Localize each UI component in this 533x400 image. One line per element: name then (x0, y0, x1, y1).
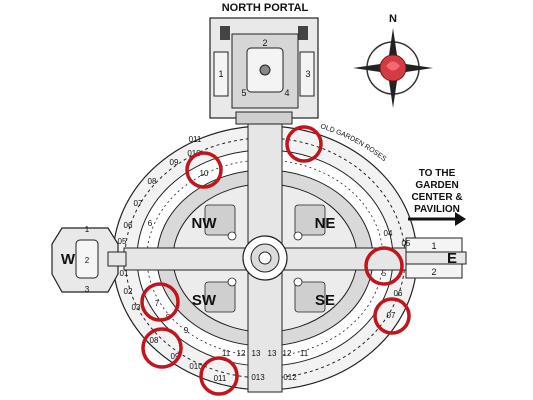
quadrant-ne-label: NE (315, 215, 336, 232)
highlight-010 (185, 151, 223, 189)
portal-bed-5: 5 (241, 88, 246, 98)
east-gate-label: E (447, 250, 457, 267)
west-bed-3: 3 (85, 285, 90, 294)
west-gate-label: W (61, 251, 76, 268)
inner-label-10: 10 (200, 169, 209, 178)
quadrant-sw-beds[interactable] (204, 277, 237, 313)
portal-bed-4: 4 (284, 88, 289, 98)
ring-label-07-left: 07 (134, 199, 143, 208)
quadrant-nw-label: NW (192, 215, 218, 232)
north-portal-title: NORTH PORTAL (222, 2, 309, 14)
inner-label-6: 6 (148, 219, 153, 228)
west-bed-2: 2 (85, 256, 90, 265)
east-paths[interactable] (405, 237, 467, 279)
portal-bed-3: 3 (305, 69, 310, 79)
inner-label-11b: 11 (300, 349, 309, 358)
ring-label-011-bottom: 011 (214, 374, 227, 383)
inner-label-12b: 12 (283, 349, 292, 358)
west-bed-1: 1 (85, 225, 90, 234)
ring-label-05-left: 05 (118, 237, 127, 246)
ring-label-06-right: 06 (394, 289, 403, 298)
portal-bed-2: 2 (262, 38, 267, 48)
ring-label-03: 03 (132, 303, 141, 312)
east-path-2: 2 (431, 267, 436, 277)
highlight-circles[interactable] (140, 125, 411, 396)
inner-label-12: 12 (237, 349, 246, 358)
highlight-07-east (373, 297, 411, 335)
north-portal[interactable] (209, 17, 319, 125)
highlight-07-west (140, 282, 180, 322)
ring-label-013: 013 (251, 373, 265, 382)
compass-rose-icon (353, 28, 433, 108)
direction-line-3: CENTER & (411, 192, 462, 203)
ring-label-01: 01 (120, 269, 129, 278)
ring-label-05-right: 05 (402, 239, 411, 248)
ring-label-011-top: 011 (189, 135, 202, 144)
highlight-08-09 (141, 327, 183, 369)
inner-label-13b: 13 (268, 349, 277, 358)
quadrant-se-label: SE (315, 292, 335, 309)
inner-label-9: 9 (184, 326, 189, 335)
inner-label-5: 5 (382, 269, 387, 278)
highlight-05-east (364, 246, 404, 286)
inner-label-13a: 13 (252, 349, 261, 358)
ring-label-02: 02 (124, 287, 133, 296)
east-path-1: 1 (431, 241, 436, 251)
compass-north-label: N (389, 13, 397, 25)
highlight-011-bottom (199, 356, 239, 396)
ring-label-012: 012 (283, 373, 297, 382)
ring-label-010: 010 (187, 149, 201, 158)
inner-label-11: 11 (222, 349, 231, 358)
quadrant-nw-beds[interactable] (204, 204, 237, 241)
ring-label-06: 06 (124, 221, 133, 230)
inner-label-7: 7 (155, 299, 160, 308)
west-gate[interactable] (51, 227, 127, 293)
ring-label-04: 04 (384, 229, 393, 238)
direction-line-1: TO THE (419, 168, 456, 179)
ring-label-010-bottom: 010 (189, 362, 203, 371)
portal-bed-1: 1 (218, 69, 223, 79)
direction-line-2: GARDEN (415, 180, 458, 191)
quadrant-ne-beds[interactable] (293, 204, 326, 241)
direction-line-4: PAVILION (414, 204, 460, 215)
east-arrow-icon (408, 212, 466, 226)
ring-label-08-bottom: 08 (150, 336, 159, 345)
quadrant-sw-label: SW (192, 292, 217, 309)
ring-label-09-bottom: 09 (171, 352, 180, 361)
ring-label-07-right: 07 (387, 311, 396, 320)
highlight-011-top (285, 125, 323, 163)
ring-label-09-top: 09 (170, 158, 179, 167)
ring-label-08-top: 08 (148, 177, 157, 186)
quadrant-se-beds[interactable] (293, 277, 326, 313)
